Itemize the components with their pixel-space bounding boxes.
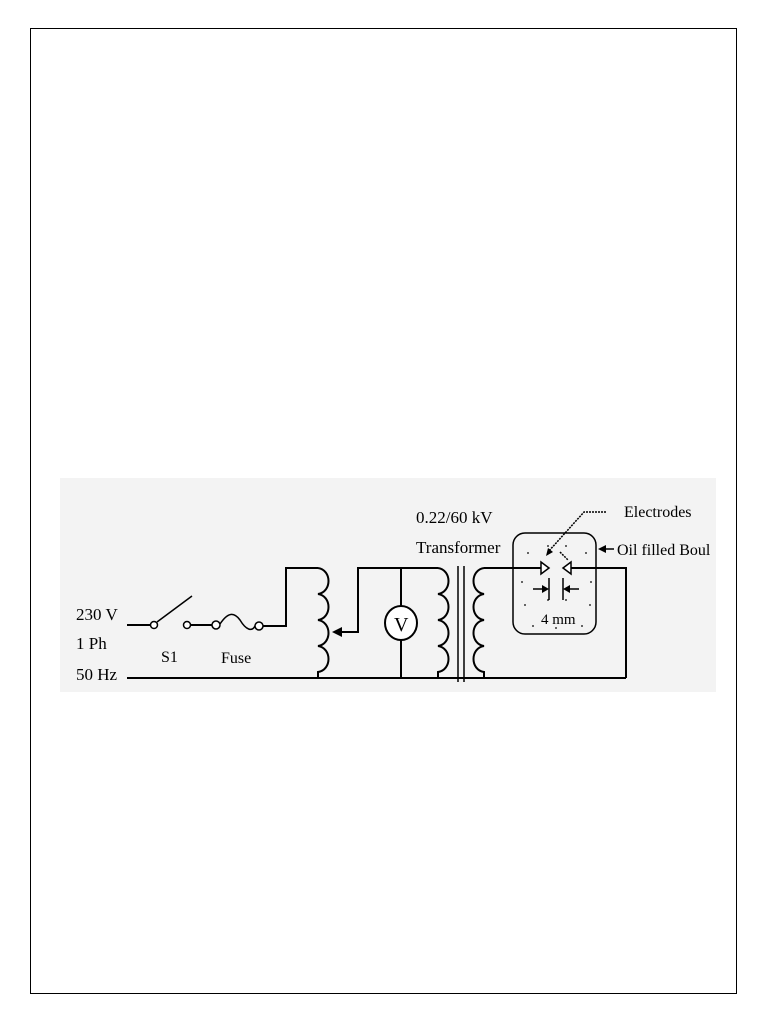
autotransformer-coil [317, 567, 330, 678]
oil-dots [521, 545, 592, 629]
fuse-symbol [211, 613, 264, 631]
variac-wiper-wire [336, 567, 438, 633]
supply-phase-label: 1 Ph [76, 634, 107, 653]
electrode-left [540, 560, 551, 576]
oil-bowl [512, 532, 597, 635]
fuse-autotransformer-wire [263, 567, 318, 627]
transformer-primary-coil [437, 567, 450, 678]
gap-label: 4 mm [541, 612, 576, 628]
voltmeter-symbol [384, 605, 418, 641]
transformer-secondary-coil [472, 567, 485, 678]
variac-wiper-arrow [332, 627, 342, 637]
bowl-label: Oil filled Boul [617, 542, 711, 559]
transformer-label: Transformer [416, 538, 501, 557]
voltmeter-label: V [394, 614, 409, 636]
electrodes-pointer [546, 511, 606, 561]
diagram-panel [60, 478, 716, 692]
bowl-pointer [598, 545, 614, 553]
electrode-right [561, 560, 572, 576]
gap-dimension [533, 578, 579, 600]
switch-label: S1 [161, 649, 178, 666]
secondary-top-wire-right [571, 567, 627, 678]
transformer-rating-label: 0.22/60 kV [416, 508, 493, 527]
fuse-label: Fuse [221, 650, 251, 667]
supply-voltage-label: 230 V [76, 605, 118, 624]
supply-frequency-label: 50 Hz [76, 665, 118, 684]
electrodes-label: Electrodes [624, 504, 692, 521]
switch-s1 [149, 595, 193, 630]
